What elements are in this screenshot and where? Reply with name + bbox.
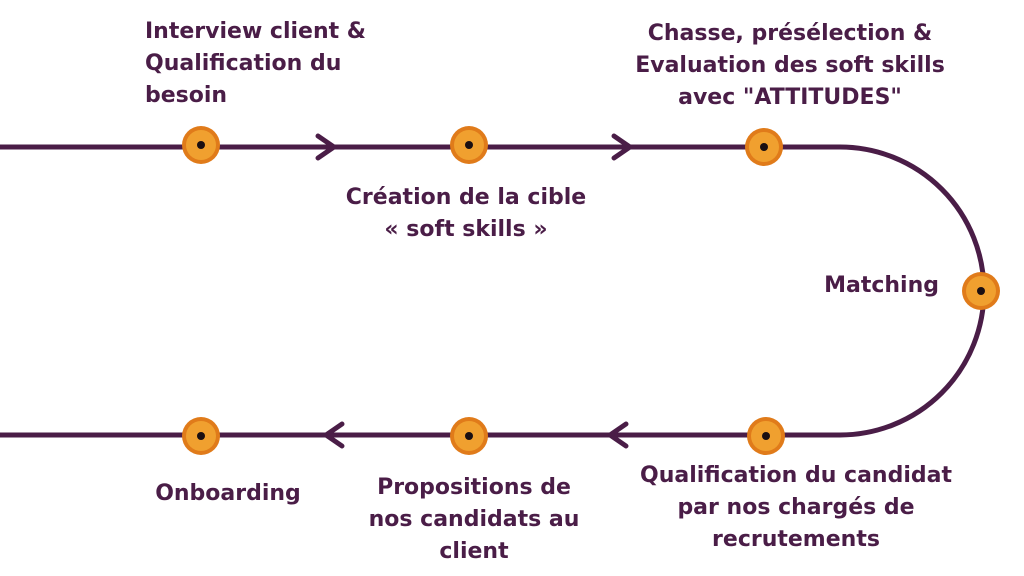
- arrow-right-icon: [315, 133, 337, 161]
- step-node: [747, 417, 785, 455]
- step-label-propositions: Propositions de nos candidats au client: [368, 475, 580, 564]
- step-label-matching: Matching: [824, 273, 939, 298]
- step-node: [450, 126, 488, 164]
- step-label-qualification-candidat: Qualification du candidat par nos chargé…: [640, 463, 952, 552]
- step-node: [182, 417, 220, 455]
- step-node: [745, 128, 783, 166]
- arrow-right-icon: [611, 133, 633, 161]
- step-node: [450, 417, 488, 455]
- step-node: [962, 272, 1000, 310]
- step-node: [182, 126, 220, 164]
- step-label-creation: Création de la cible « soft skills »: [345, 185, 587, 242]
- step-label-onboarding: Onboarding: [155, 481, 301, 506]
- step-label-interview: Interview client & Qualification du beso…: [145, 19, 366, 108]
- arrow-left-icon: [607, 421, 629, 449]
- arrow-left-icon: [323, 421, 345, 449]
- step-label-chasse: Chasse, présélection & Evaluation des so…: [635, 21, 945, 110]
